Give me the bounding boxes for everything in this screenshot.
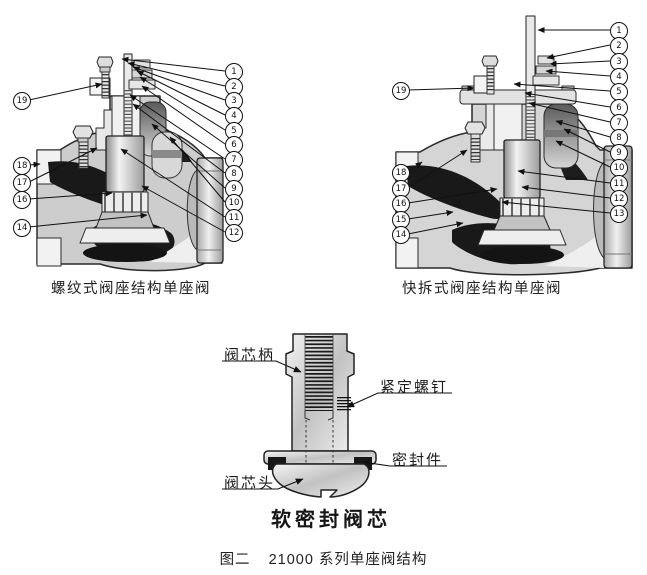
figure-number: 图二 [219,552,251,568]
threaded-seat-leader-lines [28,56,226,233]
soft-seal-core-caption: 软密封阀芯 [271,509,391,531]
soft-seal-core-leader-lines [222,360,452,490]
head-label: 阀芯头 [224,475,276,492]
stem-label: 阀芯柄 [224,347,276,364]
set-screw-label: 紧定螺钉 [380,379,449,396]
figure-caption: 图二 21000 系列单座阀结构 [0,548,647,569]
threaded-seat-caption: 螺纹式阀座结构单座阀 [51,281,211,297]
quick-release-caption: 快拆式阀座结构单座阀 [402,281,562,297]
soft-seal-core-drawing [263,333,377,498]
quick-release-leader-lines [407,27,611,235]
seal-label: 密封件 [392,452,444,469]
figure-title: 21000 系列单座阀结构 [268,552,428,568]
